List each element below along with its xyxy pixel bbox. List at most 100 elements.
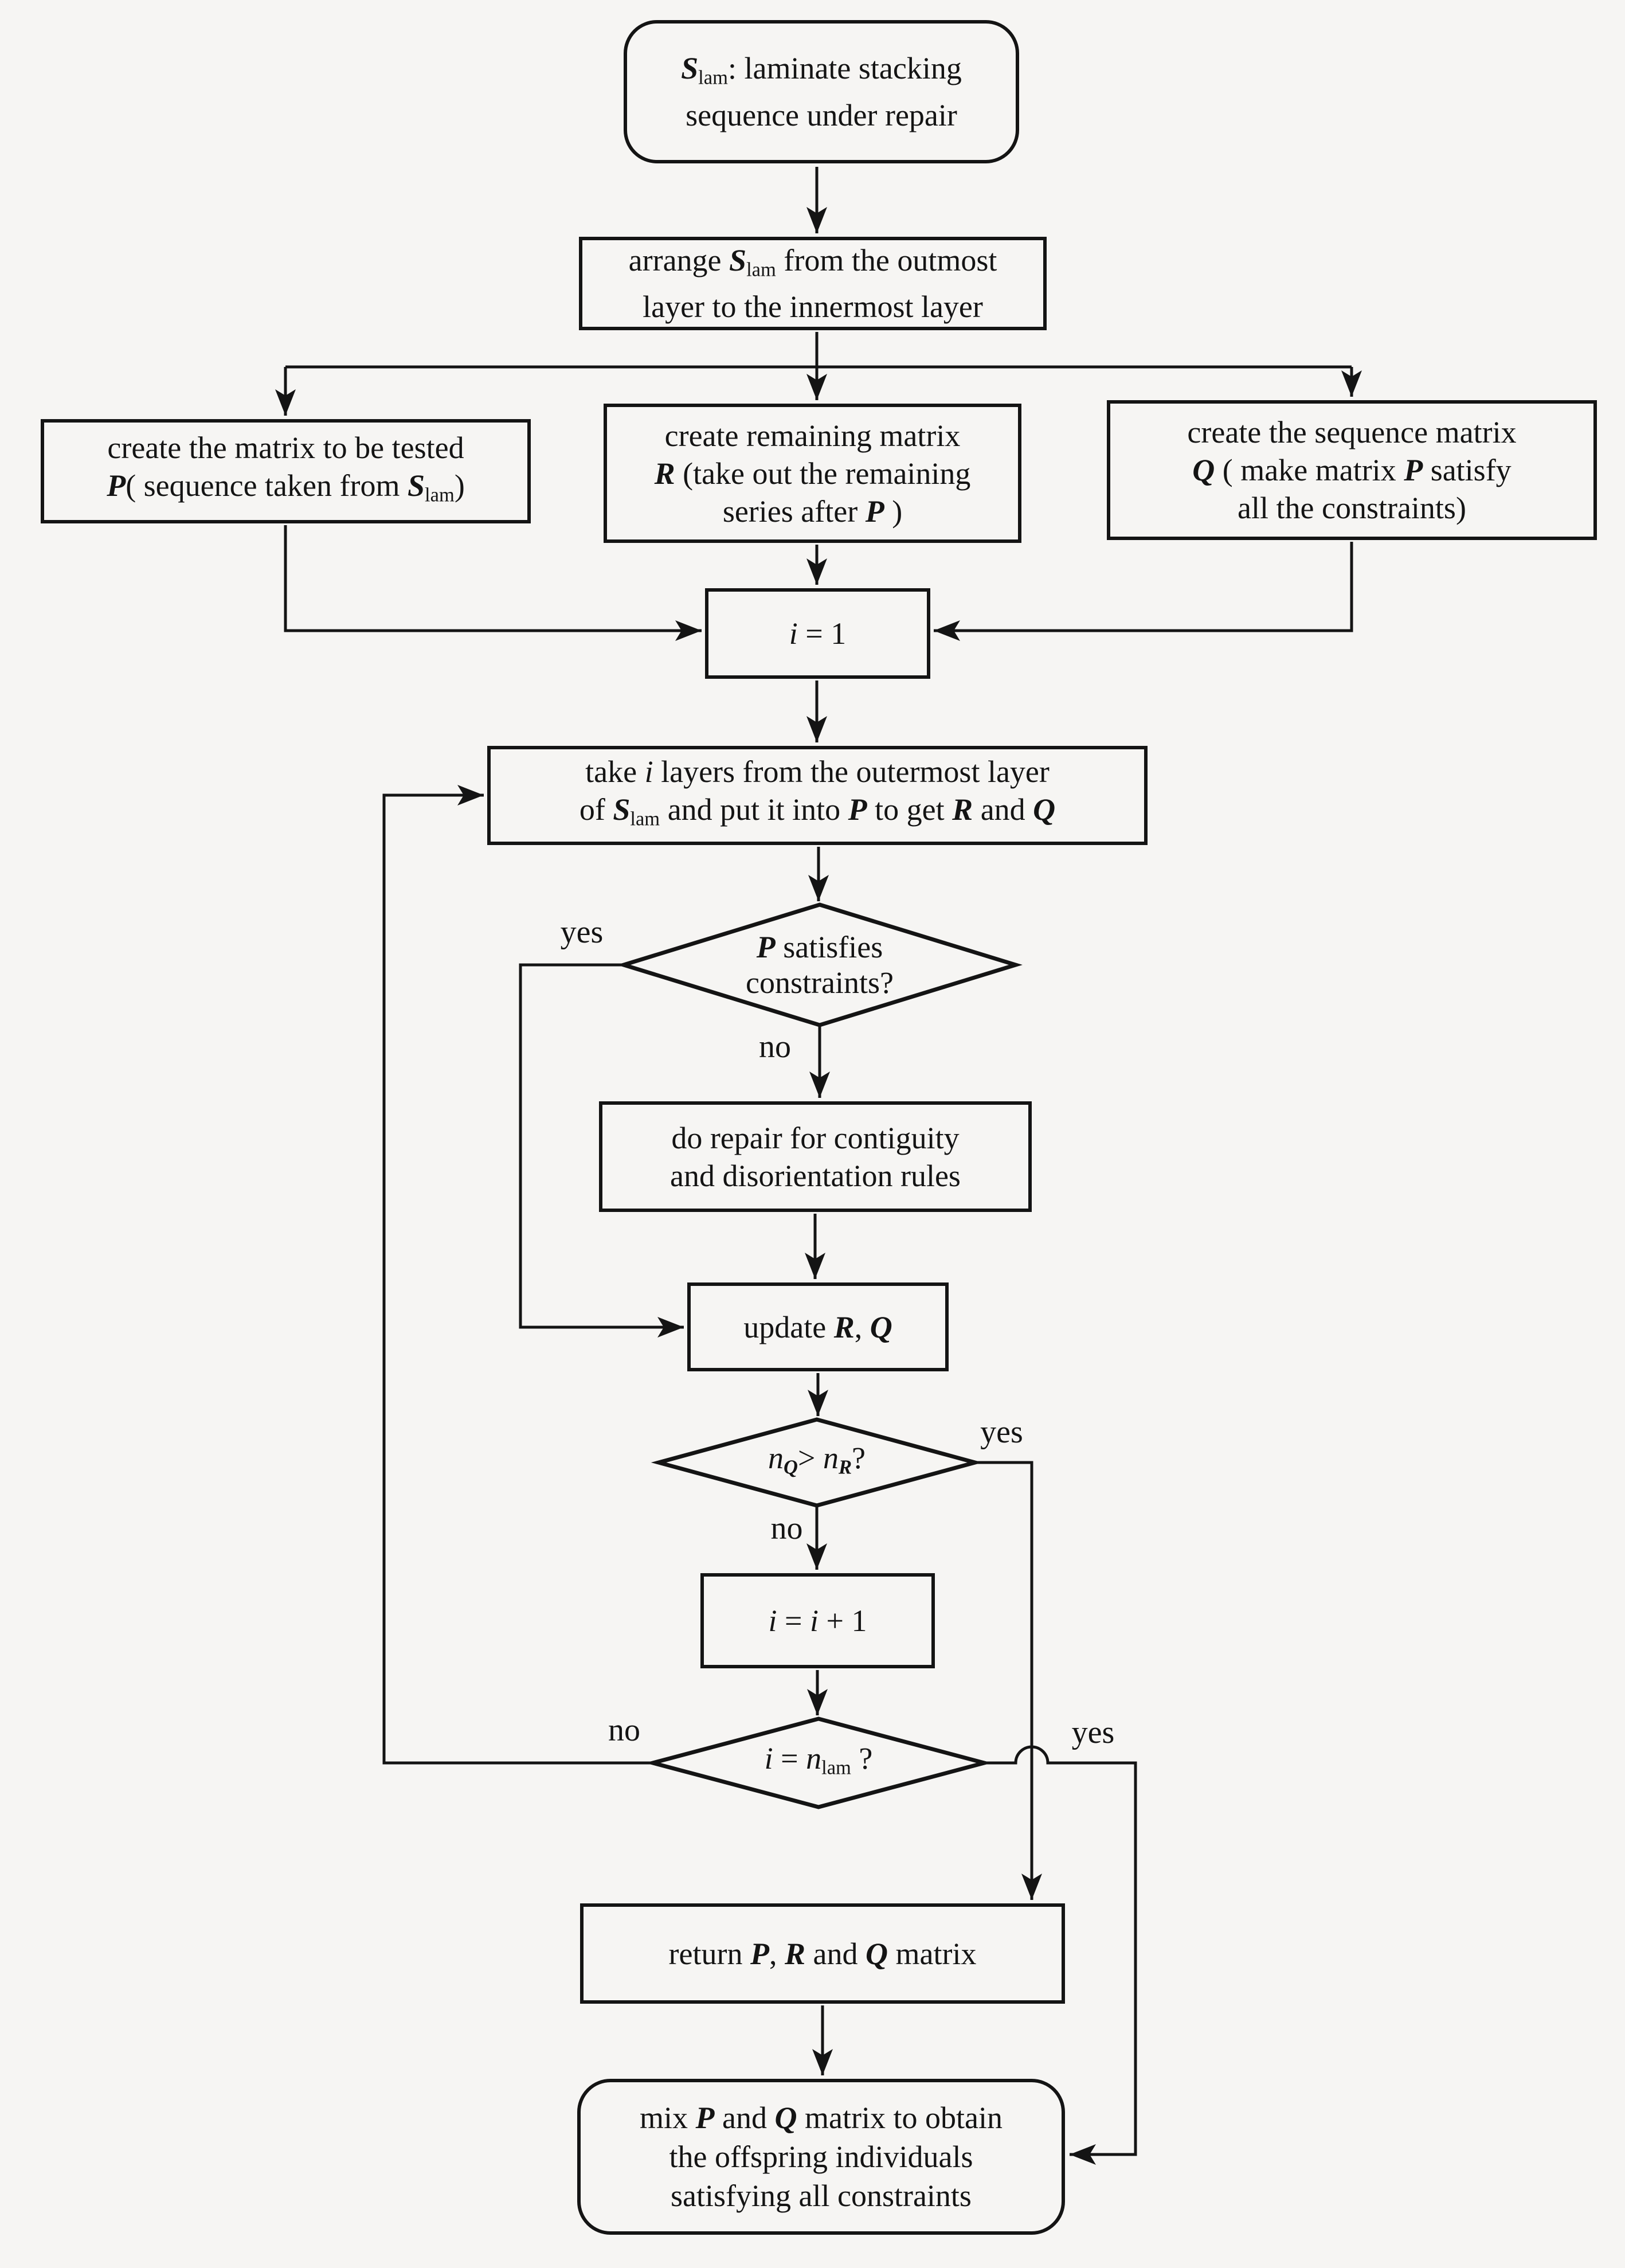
text-segment: and [973,792,1033,827]
text-segment: lam [821,1757,851,1779]
text-segment: lam [630,808,660,830]
text-segment: S [729,243,747,278]
text-segment: matrix [887,1936,977,1971]
text-segment: P [107,468,126,503]
text-segment: lam [425,484,455,506]
text-segment: P [756,930,776,964]
decision-i-eq-nlam-text: i = nlam ? [675,1731,962,1794]
text-segment: ) [454,468,465,503]
connector-check-nlam-yes-mix [986,1745,1137,2165]
text-segment: = 1 [797,616,847,651]
node-init-i: i = 1 [705,588,930,679]
text-segment: = [777,1604,810,1638]
node-create-matrix-p: create the matrix to be tested P( sequen… [41,419,531,523]
text-segment: and disorientation rules [670,1158,961,1193]
node-create-matrix-q: create the sequence matrix Q ( make matr… [1107,400,1597,540]
text-segment: P [750,1936,769,1971]
text-segment: , [854,1309,870,1344]
decision-nq-gt-nr-text: nQ> nR? [674,1431,960,1494]
branch-label-p-yes: yes [560,914,604,950]
text-segment: satisfies [775,930,883,964]
text-segment: : laminate stacking [727,50,962,85]
text-segment: (take out the remaining [675,456,971,491]
node-update-rq: update R, Q [687,1282,949,1371]
text-segment: R [952,792,973,827]
text-segment: satisfying all constraints [671,2179,972,2213]
node-arrange-process: arrange Slam from the outmost layer to t… [579,237,1047,330]
text-segment: Q [1033,792,1056,827]
text-segment: and put it into [660,792,848,827]
decision-p-satisfies-shape [617,902,1023,1027]
text-segment: series after [722,494,866,529]
text-segment: ( make matrix [1215,453,1404,487]
text-segment: S [613,792,631,827]
text-segment: n [823,1440,839,1475]
text-segment: matrix to obtain [797,2101,1003,2135]
text-segment: and [805,1936,866,1971]
node-mix-terminator: mix P and Q matrix to obtain the offspri… [577,2079,1065,2235]
text-segment: R [833,1309,855,1344]
text-segment: arrange [628,243,730,278]
text-segment: layers from the outermost layer [653,754,1050,789]
text-segment: P [1404,453,1423,487]
connector-check-nlam-no-take [382,785,651,1765]
text-segment: R [654,456,675,491]
node-take-i-layers: take i layers from the outermost layer o… [487,746,1148,845]
connector-check-nq-yes-return [977,1461,1042,1900]
text-segment: R [784,1936,806,1971]
node-increment-i: i = i + 1 [700,1573,935,1668]
text-segment: R [838,1456,852,1479]
connector-create-q-init [934,542,1353,641]
text-segment: ? [851,1741,873,1776]
text-segment: i [764,1741,773,1776]
text-segment: layer to the innermost layer [643,289,983,324]
text-segment: P [848,792,867,827]
text-segment: Q [1192,453,1215,487]
text-segment: = [773,1741,806,1776]
text-segment: create the sequence matrix [1187,415,1517,449]
text-segment: Q [865,1936,888,1971]
connector-check-p-yes-update [519,963,684,1338]
text-segment: i [789,616,798,651]
branch-label-nlam-no: no [608,1712,640,1748]
text-segment: constraints? [746,965,894,1000]
text-segment: i [768,1604,777,1638]
branch-label-p-no: no [759,1029,791,1065]
text-segment: Q [784,1456,798,1479]
text-segment: ) [884,494,903,529]
text-segment: the offspring individuals [669,2140,973,2174]
text-segment: from the outmost [776,243,997,278]
text-segment: n [806,1741,822,1776]
text-segment: satisfy [1423,453,1512,487]
text-segment: i [644,754,653,789]
text-segment: lam [698,67,728,89]
decision-nq-gt-nr-shape [651,1417,983,1508]
text-segment: mix [640,2101,696,2135]
text-segment: all the constraints) [1238,491,1466,525]
decision-i-eq-nlam-shape [645,1716,992,1809]
text-segment: ( sequence taken from [126,468,408,503]
text-segment: S [407,468,425,503]
text-segment: lam [746,259,776,281]
text-segment: and [714,2101,775,2135]
text-segment: Q [870,1309,892,1344]
text-segment: to get [867,792,953,827]
node-return-prq-matrix: return P, R and Q matrix [580,1903,1065,2004]
branch-label-nq-no: no [770,1511,803,1546]
text-segment: n [768,1440,784,1475]
text-segment: create remaining matrix [664,418,961,453]
branch-label-nq-yes: yes [980,1414,1023,1450]
text-segment: do repair for contiguity [671,1120,960,1155]
text-segment: update [743,1309,834,1344]
text-segment: S [681,50,699,85]
node-start-terminator: Slam: laminate stacking sequence under r… [624,20,1019,163]
branch-label-nlam-yes: yes [1071,1715,1115,1750]
text-segment: P [695,2101,715,2135]
text-segment: return [668,1936,750,1971]
node-do-repair: do repair for contiguity and disorientat… [599,1101,1032,1212]
connector-arrange-split [285,332,1352,369]
text-segment: > [797,1440,823,1475]
text-segment: , [769,1936,785,1971]
